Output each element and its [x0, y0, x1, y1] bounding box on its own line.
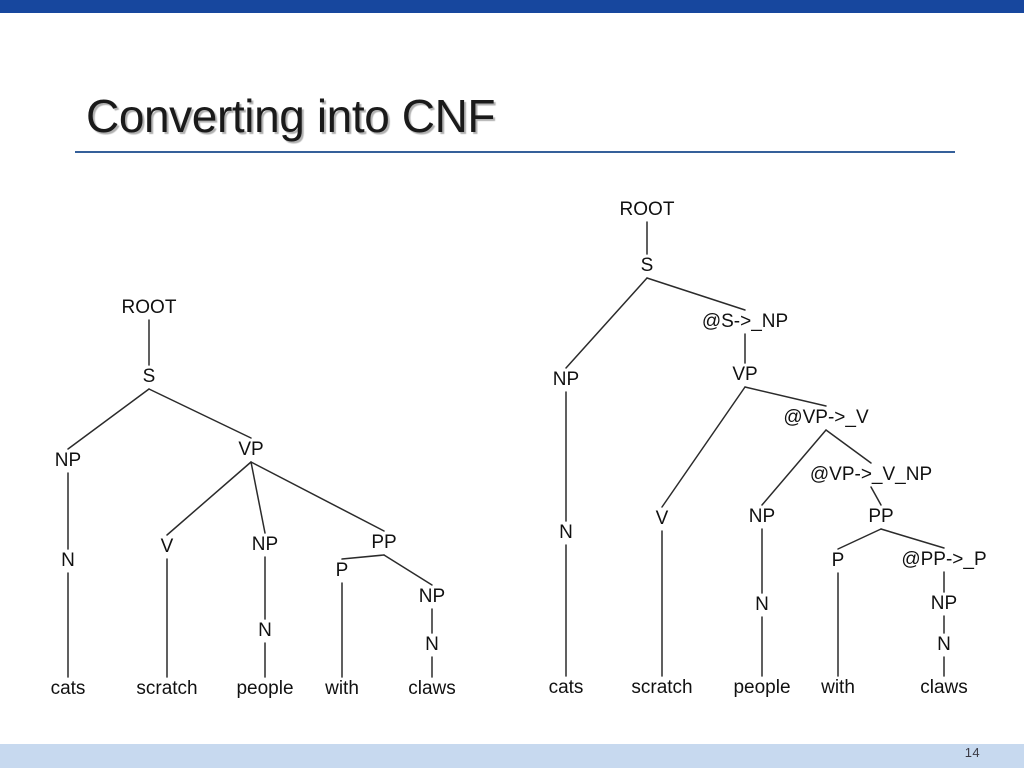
tree-node-right-pp: PP: [868, 506, 894, 527]
tree-leaf-right-w3: people: [733, 677, 791, 698]
tree-leaf-right-w1: cats: [548, 677, 584, 698]
tree-node-right-n1: N: [559, 522, 573, 543]
tree-edge: [67, 388, 150, 450]
tree-node-right-v: V: [655, 508, 669, 529]
tree-node-left-s: S: [142, 366, 156, 387]
footer-band: [0, 744, 1024, 768]
tree-leaf-left-w3: people: [236, 678, 294, 699]
tree-node-left-pp: PP: [371, 532, 397, 553]
tree-node-left-n3: N: [425, 634, 439, 655]
tree-edge: [825, 429, 872, 464]
tree-node-right-np2: NP: [748, 506, 776, 527]
tree-edge: [565, 277, 648, 369]
tree-edge: [661, 386, 746, 508]
tree-leaf-left-w1: cats: [50, 678, 86, 699]
tree-edge: [383, 554, 433, 586]
title-underline-rule: [75, 151, 955, 153]
tree-node-right-np1: NP: [552, 369, 580, 390]
tree-node-left-np1: NP: [54, 450, 82, 471]
page-title: Converting into CNF: [86, 90, 496, 142]
tree-node-right-root: ROOT: [619, 199, 675, 220]
tree-node-left-np2: NP: [251, 534, 279, 555]
tree-node-right-s: S: [640, 255, 654, 276]
tree-leaf-left-w5: claws: [408, 678, 456, 699]
tree-edge: [744, 386, 827, 407]
tree-node-right-np3: NP: [930, 593, 958, 614]
tree-leaf-left-w4: with: [325, 678, 359, 699]
tree-edge: [837, 528, 882, 550]
tree-edge: [870, 486, 882, 506]
tree-node-left-n1: N: [61, 550, 75, 571]
tree-node-left-n2: N: [258, 620, 272, 641]
tree-node-left-vp: VP: [238, 439, 264, 460]
tree-edge: [148, 388, 252, 439]
tree-leaf-right-w4: with: [821, 677, 855, 698]
tree-node-right-vp: VP: [732, 364, 758, 385]
tree-node-right-atVPv: @VP->_V: [783, 407, 869, 428]
tree-edge: [646, 277, 746, 311]
tree-node-left-np3: NP: [418, 586, 446, 607]
top-accent-band: [0, 0, 1024, 13]
tree-leaf-left-w2: scratch: [136, 678, 198, 699]
tree-edge: [341, 554, 385, 560]
tree-node-left-p: P: [335, 560, 349, 581]
page-number: 14: [964, 745, 980, 760]
tree-node-right-atVPn: @VP->_V_NP: [809, 464, 933, 485]
tree-edge: [250, 461, 266, 534]
tree-leaf-right-w5: claws: [920, 677, 968, 698]
tree-leaf-right-w2: scratch: [631, 677, 693, 698]
tree-node-left-root: ROOT: [121, 297, 177, 318]
tree-edge: [250, 461, 385, 532]
tree-node-right-n2: N: [755, 594, 769, 615]
tree-node-left-v: V: [160, 536, 174, 557]
tree-node-right-n3: N: [937, 634, 951, 655]
tree-node-right-atS: @S->_NP: [701, 311, 789, 332]
tree-edge: [880, 528, 945, 549]
tree-node-right-p: P: [831, 550, 845, 571]
tree-node-right-atPP: @PP->_P: [901, 549, 987, 570]
tree-edge: [166, 461, 252, 536]
